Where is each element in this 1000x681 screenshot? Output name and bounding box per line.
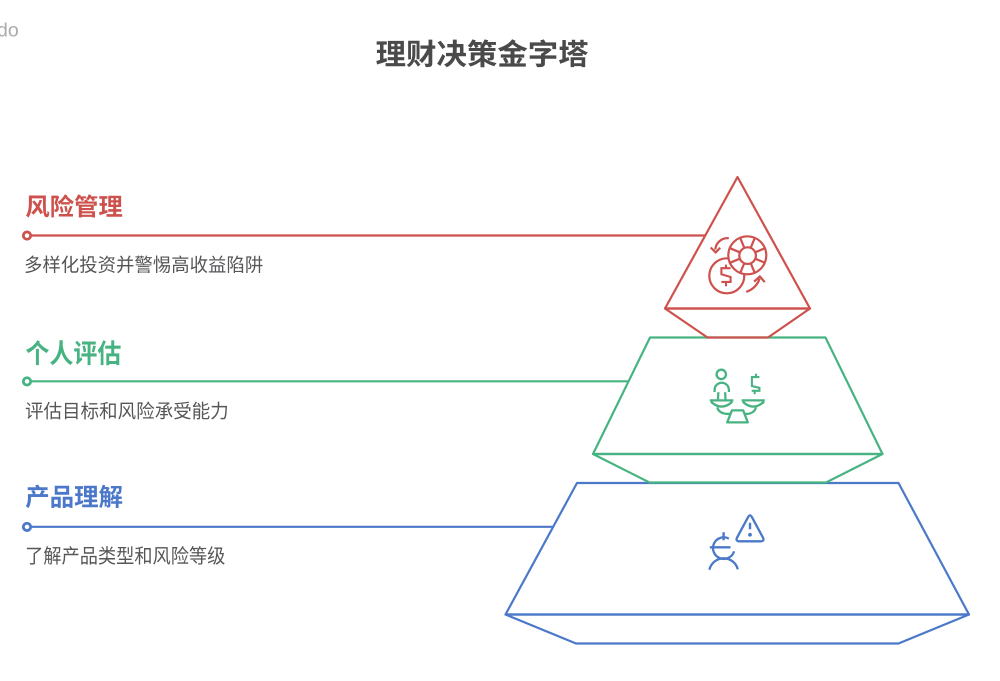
svg-text:do: do xyxy=(0,19,19,41)
